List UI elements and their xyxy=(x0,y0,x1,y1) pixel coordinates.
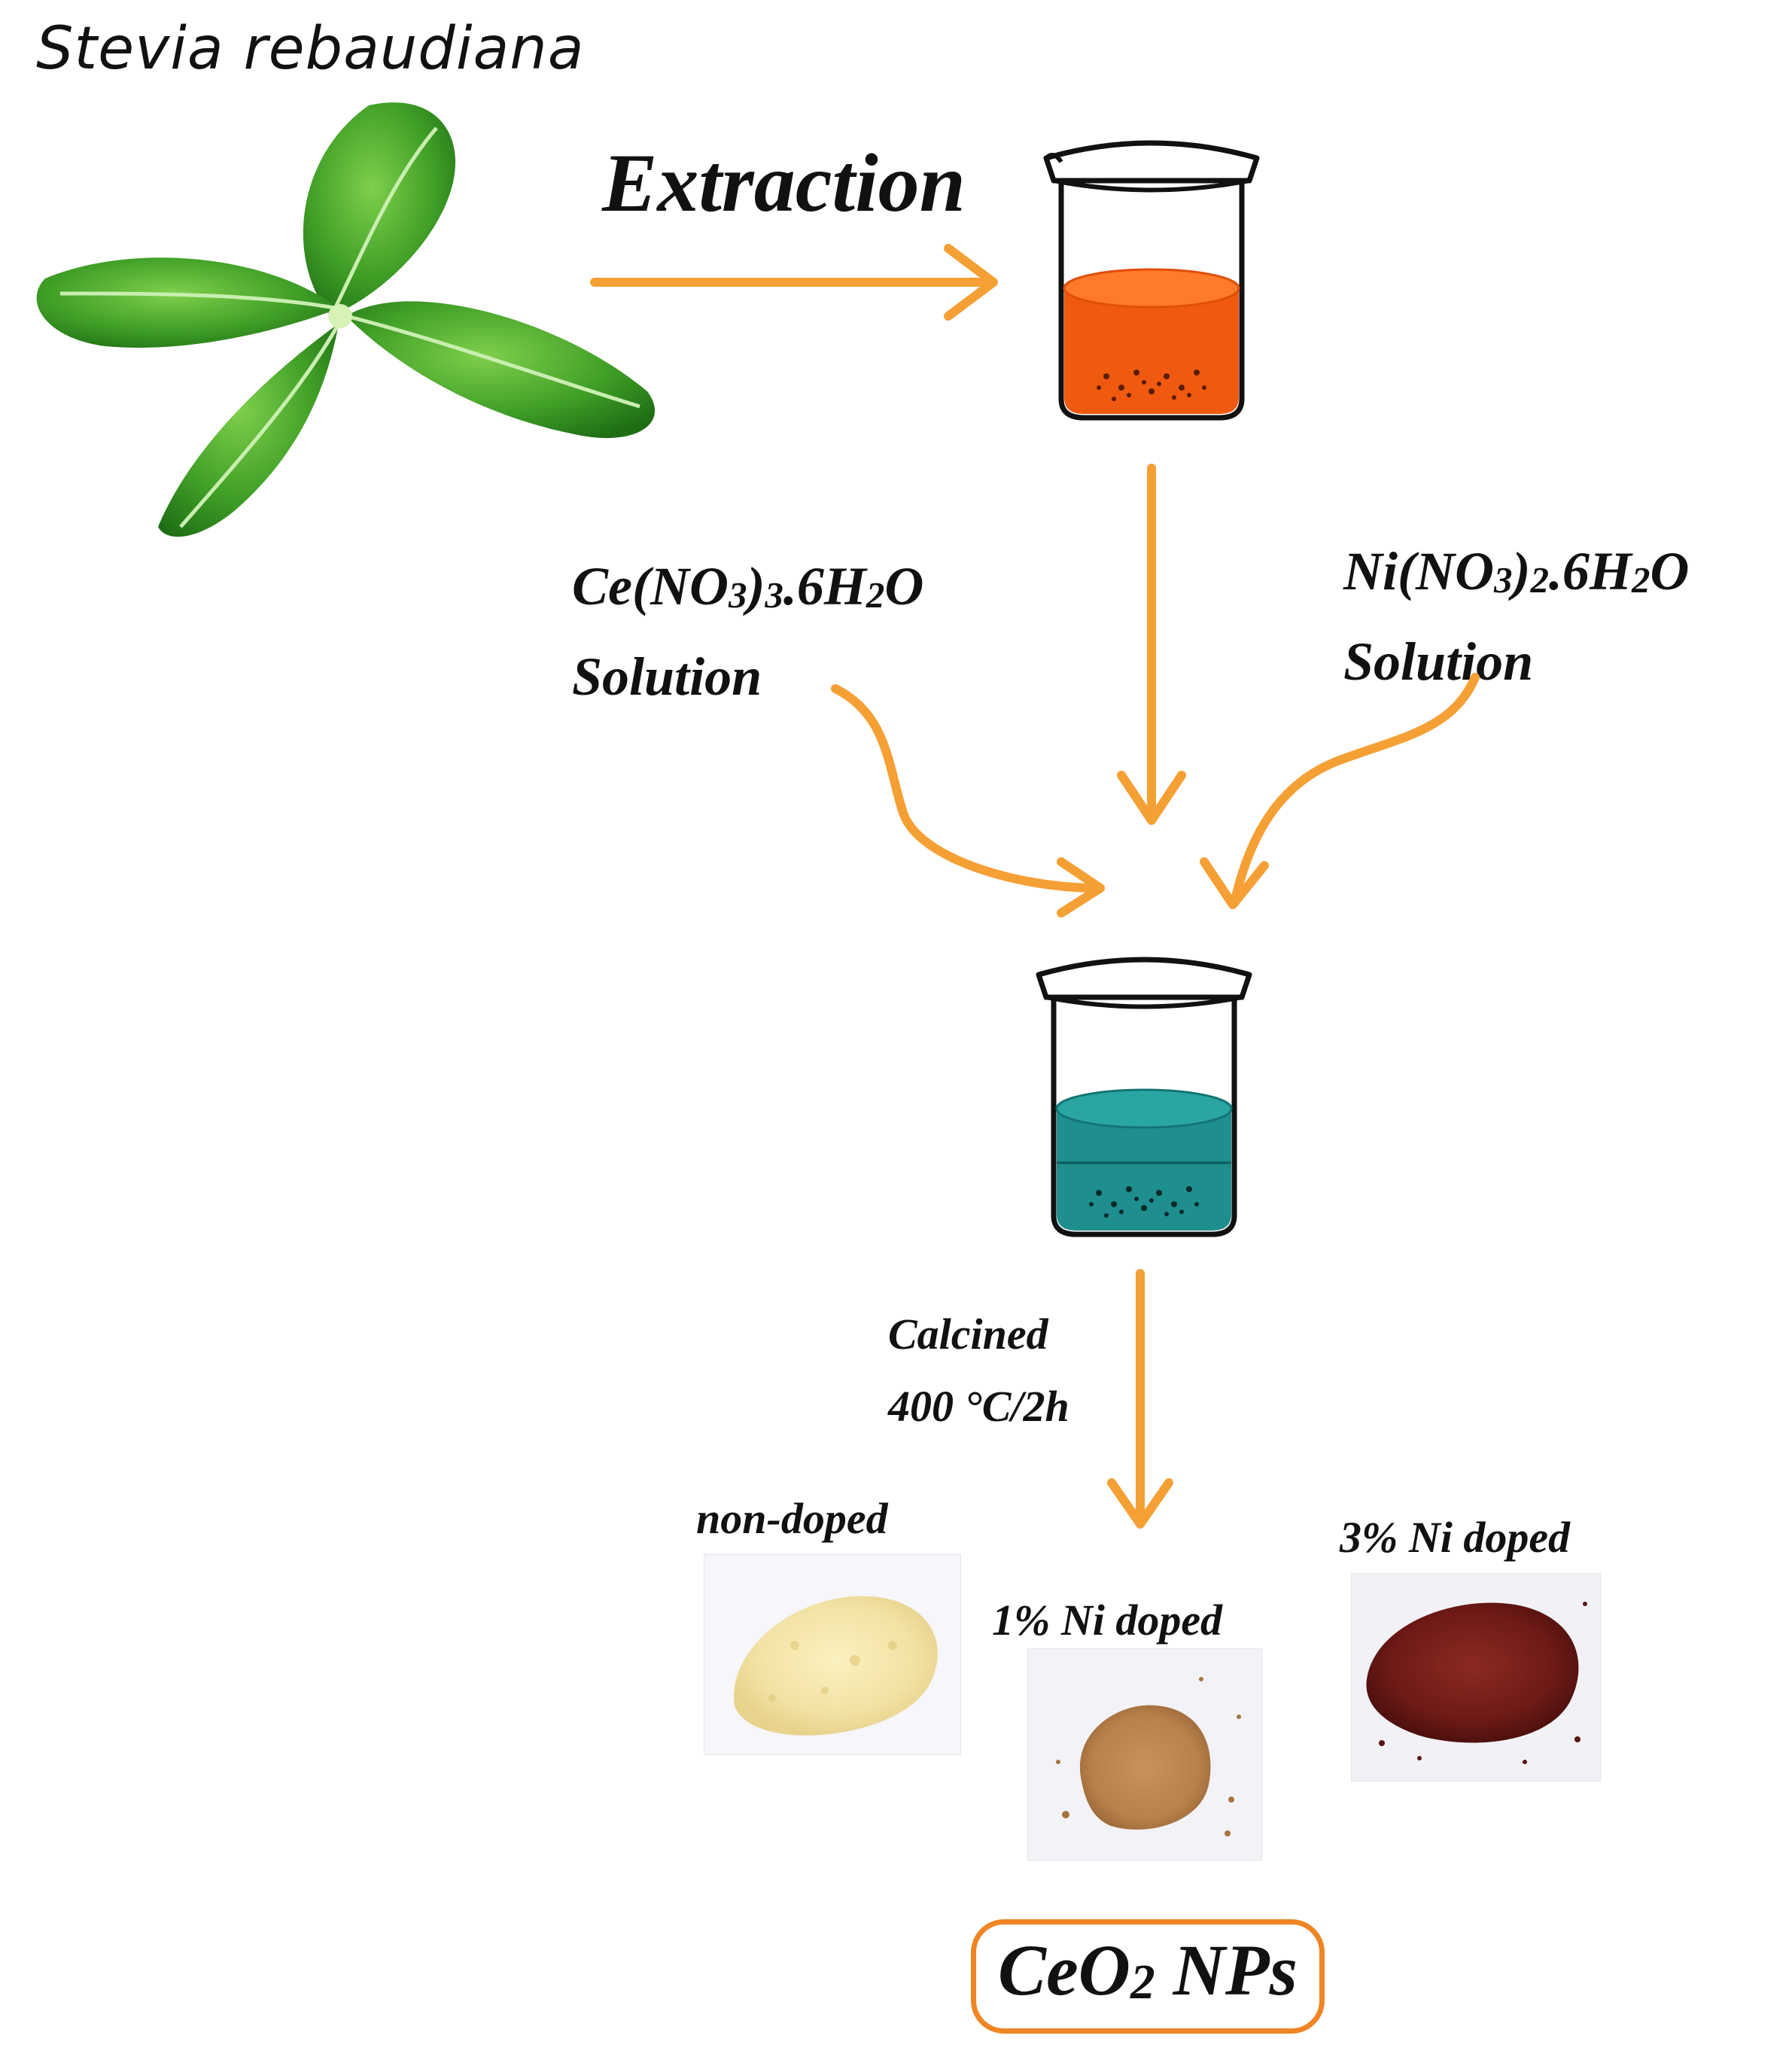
calcination-arrow xyxy=(1107,1269,1173,1529)
product-box xyxy=(971,1919,1325,2034)
sample-label-1pct-ni: 1% Ni doped xyxy=(992,1596,1223,1645)
mixing-arrows xyxy=(831,464,1186,917)
nickel-nitrate-label: Ni(NO3)2.6H2O Solution xyxy=(1343,541,1690,692)
calcination-label: Calcined 400 °C/2h xyxy=(888,1310,1069,1431)
non-doped-powder-photo xyxy=(704,1554,961,1755)
1pct-ni-powder-photo xyxy=(1027,1648,1262,1861)
sample-label-non-doped: non-doped xyxy=(696,1494,888,1543)
product-label: CeO2 NPs xyxy=(998,1930,1298,2010)
nickel-arrow xyxy=(1200,673,1480,909)
plant-name-label: Stevia rebaudiana xyxy=(36,15,585,83)
sample-label-3pct-ni: 3% Ni doped xyxy=(1340,1513,1571,1562)
extract-beaker-icon xyxy=(1043,140,1260,421)
cerium-nitrate-label: Ce(NO3)3.6H2O Solution xyxy=(572,556,924,707)
extraction-arrow xyxy=(590,244,998,321)
stevia-plant-icon xyxy=(36,102,656,537)
3pct-ni-powder-photo xyxy=(1351,1573,1601,1782)
mixture-beaker-icon xyxy=(1036,957,1252,1237)
extraction-label: Extraction xyxy=(602,137,966,229)
